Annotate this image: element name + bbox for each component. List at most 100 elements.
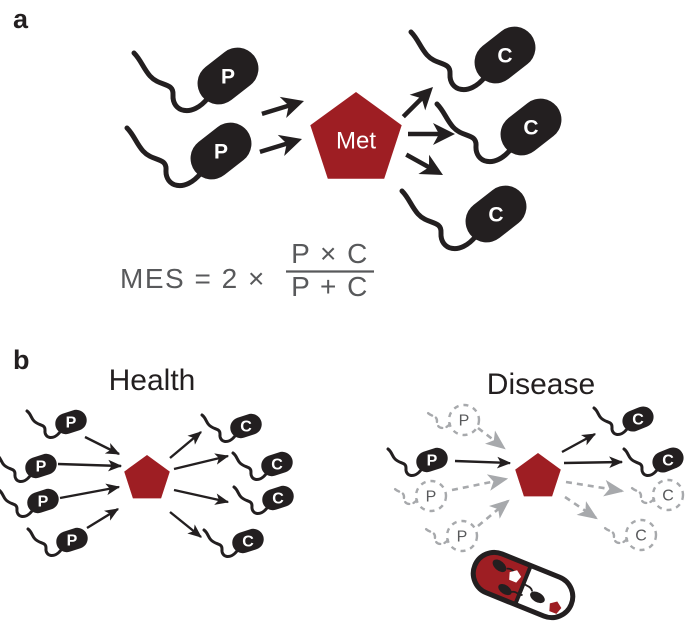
capsule-pentagon-icon [509,570,522,583]
lost-production-arrow-icon [477,499,510,527]
production-arrow-icon [454,456,512,469]
consumer-label: C [488,204,503,227]
absent-consumer-bacterium: C [629,478,685,512]
producer-bacterium: P [131,47,259,113]
capsule-pentagon-icon [549,601,562,614]
flagellum-icon [423,526,450,546]
disease-title: Disease [487,368,595,401]
producer-bacterium: P [0,488,59,518]
metabolite-pentagon-icon: Met [310,92,402,179]
consumer-label: C [632,412,644,429]
consumer-bacterium: C [399,185,527,251]
producer-label: P [426,489,437,506]
producer-bacterium: P [25,409,87,439]
producer-bacterium: P [0,453,57,483]
flagellum-icon [408,29,488,92]
bacterium-body [651,478,685,512]
consumer-label: C [272,491,284,508]
flagellum-icon [0,455,32,483]
metabolite-pentagon-icon [124,455,170,499]
bacterium-body [622,406,654,432]
consumer-label: C [662,488,674,505]
flagellum-icon [232,485,269,515]
consumption-arrow-icon [563,456,624,469]
lost-consumption-arrow-icon [564,495,598,520]
consumer-label: C [662,453,674,470]
consumer-bacterium: C [202,528,264,558]
bacterium-body [261,451,293,477]
bacterium-body [197,47,259,105]
production-arrow-icon [57,459,123,472]
consumer-bacterium: C [231,451,293,481]
flagellum-icon [25,409,62,439]
flagellum-icon [629,485,656,505]
flagellum-icon [231,451,268,481]
lost-production-arrow-icon [451,474,509,492]
consumer-bacterium: C [434,98,562,164]
producer-label: P [67,533,78,550]
consumption-arrow-icon [173,488,230,505]
formula-denominator: P + C [291,271,369,302]
production-arrow-icon [84,435,121,456]
flagellum-icon [202,528,239,558]
flagellum-icon [622,447,659,477]
bacterium-body [56,527,88,553]
consumption-arrow-icon [173,453,230,471]
bacterium-body [445,519,479,553]
consumption-arrow-icon [401,87,433,119]
consumption-arrow-icon [408,123,455,145]
flagellum-icon [592,406,629,436]
flagellum-icon [124,125,204,188]
consumer-bacterium: C [232,485,294,515]
consumption-arrow-icon [405,152,443,175]
consumer-label: C [271,457,283,474]
bacterium-body [230,413,262,439]
flagellum-icon [386,447,423,477]
consumer-label: C [523,117,538,140]
bacterium-body [190,122,252,180]
metabolite-pentagon-icon [515,453,561,497]
flagellum-icon [26,527,63,557]
consumption-arrow-icon [169,511,202,538]
consumption-arrow-icon [561,432,597,454]
capsule-divider [513,564,533,606]
capsule-outline [470,549,576,621]
bacterium-body [27,488,59,514]
producer-label: P [214,141,228,164]
producer-label: P [221,66,235,89]
flagellum-icon [399,188,479,251]
producer-bacterium: P [26,527,88,557]
production-arrow-icon [261,96,304,118]
flagellum-icon [200,413,237,443]
absent-producer-bacterium: P [423,519,479,553]
absent-consumer-bacterium: C [602,518,658,552]
panel-a-label: a [13,4,29,34]
bacterium-body [447,403,481,437]
flagellum-icon [425,410,452,430]
bacterium-body [500,98,562,156]
probiotic-capsule-icon [470,549,576,621]
producer-label: P [459,413,470,430]
flagellum-icon [434,101,514,164]
production-arrow-icon [259,134,302,156]
producer-bacterium: P [124,122,252,188]
bacterium-body [232,528,264,554]
producer-label: P [36,459,47,476]
consumer-label: C [242,534,254,551]
lost-production-arrow-icon [477,426,506,450]
bacterium-body [25,453,57,479]
flagellum-icon [392,486,419,506]
producer-label: P [38,494,49,511]
consumer-bacterium: C [592,406,654,436]
production-arrow-icon [59,483,121,500]
production-arrow-icon [86,507,119,530]
bacterium-body [262,485,294,511]
absent-producer-bacterium: P [392,479,448,513]
bacterium-body [414,479,448,513]
bacterium-body [465,185,527,243]
producer-label: P [427,453,438,470]
formula-lhs: MES = 2 × [120,263,266,294]
absent-producer-bacterium: P [425,403,481,437]
